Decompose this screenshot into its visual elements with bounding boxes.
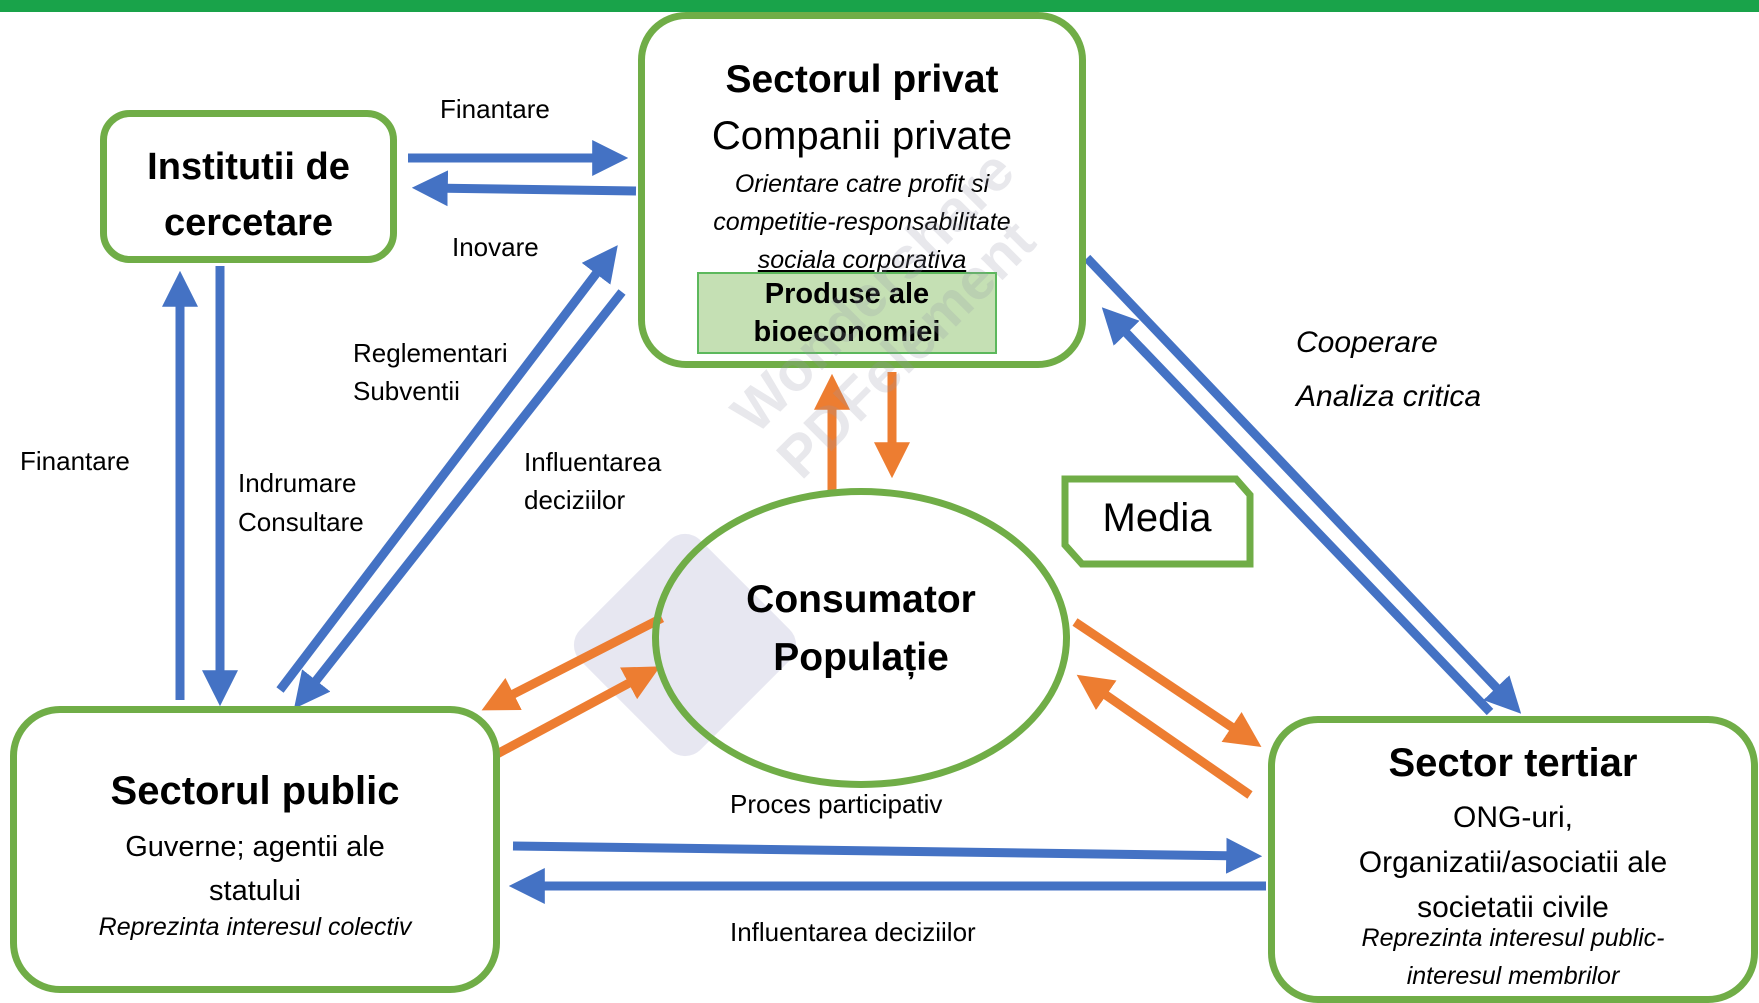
arrow-public-to-consumer bbox=[494, 666, 661, 758]
arrow-private-to-research bbox=[411, 170, 637, 207]
public-title: Sectorul public bbox=[110, 769, 400, 813]
label-finantare-top: Finantare bbox=[440, 94, 550, 124]
node-tertiary-sector: Sector tertiar ONG-uri, Organizatii/asoc… bbox=[1268, 716, 1758, 1003]
tertiary-desc-line1: Reprezinta interesul public- bbox=[1361, 924, 1665, 952]
arrow-tertiary-to-consumer bbox=[1076, 674, 1253, 799]
media-shape bbox=[1061, 475, 1254, 568]
arrow-tertiary-to-private bbox=[1101, 307, 1494, 716]
node-media: Media bbox=[1058, 472, 1256, 568]
tertiary-line3: societatii civile bbox=[1417, 891, 1609, 924]
node-public-sector: Sectorul public Guverne; agentii ale sta… bbox=[10, 706, 500, 993]
tertiary-title: Sector tertiar bbox=[1388, 741, 1638, 785]
public-desc: Reprezinta interesul colectiv bbox=[98, 913, 412, 941]
node-consumer: Consumator Populație bbox=[652, 488, 1070, 788]
arrow-private-to-public bbox=[293, 289, 626, 709]
products-line1: Produse ale bbox=[764, 278, 930, 310]
arrow-private-to-tertiary bbox=[1083, 254, 1522, 714]
private-desc-line2: competitie-responsabilitate bbox=[713, 208, 1011, 236]
consumer-line1: Consumator bbox=[746, 578, 976, 621]
arrow-consumer-to-public bbox=[481, 613, 665, 711]
label-cooperare: Cooperare bbox=[1296, 326, 1438, 359]
node-research-institutions: Institutii de cercetare bbox=[100, 110, 397, 263]
node-private-sector: Sectorul privat Companii private Orienta… bbox=[638, 12, 1086, 368]
label-influentarea-2: deciziilor bbox=[524, 485, 626, 515]
private-desc-line1: Orientare catre profit si bbox=[734, 170, 990, 198]
private-subtitle: Companii private bbox=[711, 114, 1013, 158]
label-influentarea-1: Influentarea bbox=[524, 447, 662, 477]
label-consultare: Consultare bbox=[238, 507, 364, 537]
research-title-line2: cercetare bbox=[163, 202, 334, 244]
tertiary-line2: Organizatii/asociatii ale bbox=[1358, 846, 1668, 879]
public-subtitle-line2: statului bbox=[209, 875, 301, 907]
consumer-line2: Populație bbox=[773, 636, 949, 679]
research-title-line1: Institutii de bbox=[147, 146, 350, 188]
arrow-public-to-tertiary bbox=[512, 837, 1263, 874]
tertiary-line1: ONG-uri, bbox=[1453, 801, 1573, 834]
products-line2: bioeconomiei bbox=[753, 316, 941, 348]
label-indrumare: Indrumare bbox=[238, 468, 357, 498]
public-subtitle-line1: Guverne; agentii ale bbox=[125, 831, 385, 863]
private-title: Sectorul privat bbox=[725, 58, 999, 101]
bioeconomy-products-box: Produse ale bioeconomiei bbox=[697, 272, 997, 354]
label-proces-participativ: Proces participativ bbox=[730, 789, 943, 819]
media-label: Media bbox=[1102, 496, 1212, 540]
label-subventii: Subventii bbox=[353, 376, 460, 406]
top-bar bbox=[0, 0, 1759, 12]
label-inovare: Inovare bbox=[452, 232, 539, 262]
arrow-public-to-private bbox=[276, 245, 618, 693]
label-finantare-left: Finantare bbox=[20, 446, 130, 476]
label-reglementari: Reglementari bbox=[353, 338, 508, 368]
label-influentarea-bottom: Influentarea deciziilor bbox=[730, 917, 976, 947]
private-desc-line3: sociala corporativa bbox=[757, 246, 967, 274]
label-analiza-critica: Analiza critica bbox=[1296, 380, 1482, 413]
arrow-consumer-to-tertiary bbox=[1072, 618, 1262, 748]
tertiary-desc-line2: interesul membrilor bbox=[1406, 962, 1620, 990]
